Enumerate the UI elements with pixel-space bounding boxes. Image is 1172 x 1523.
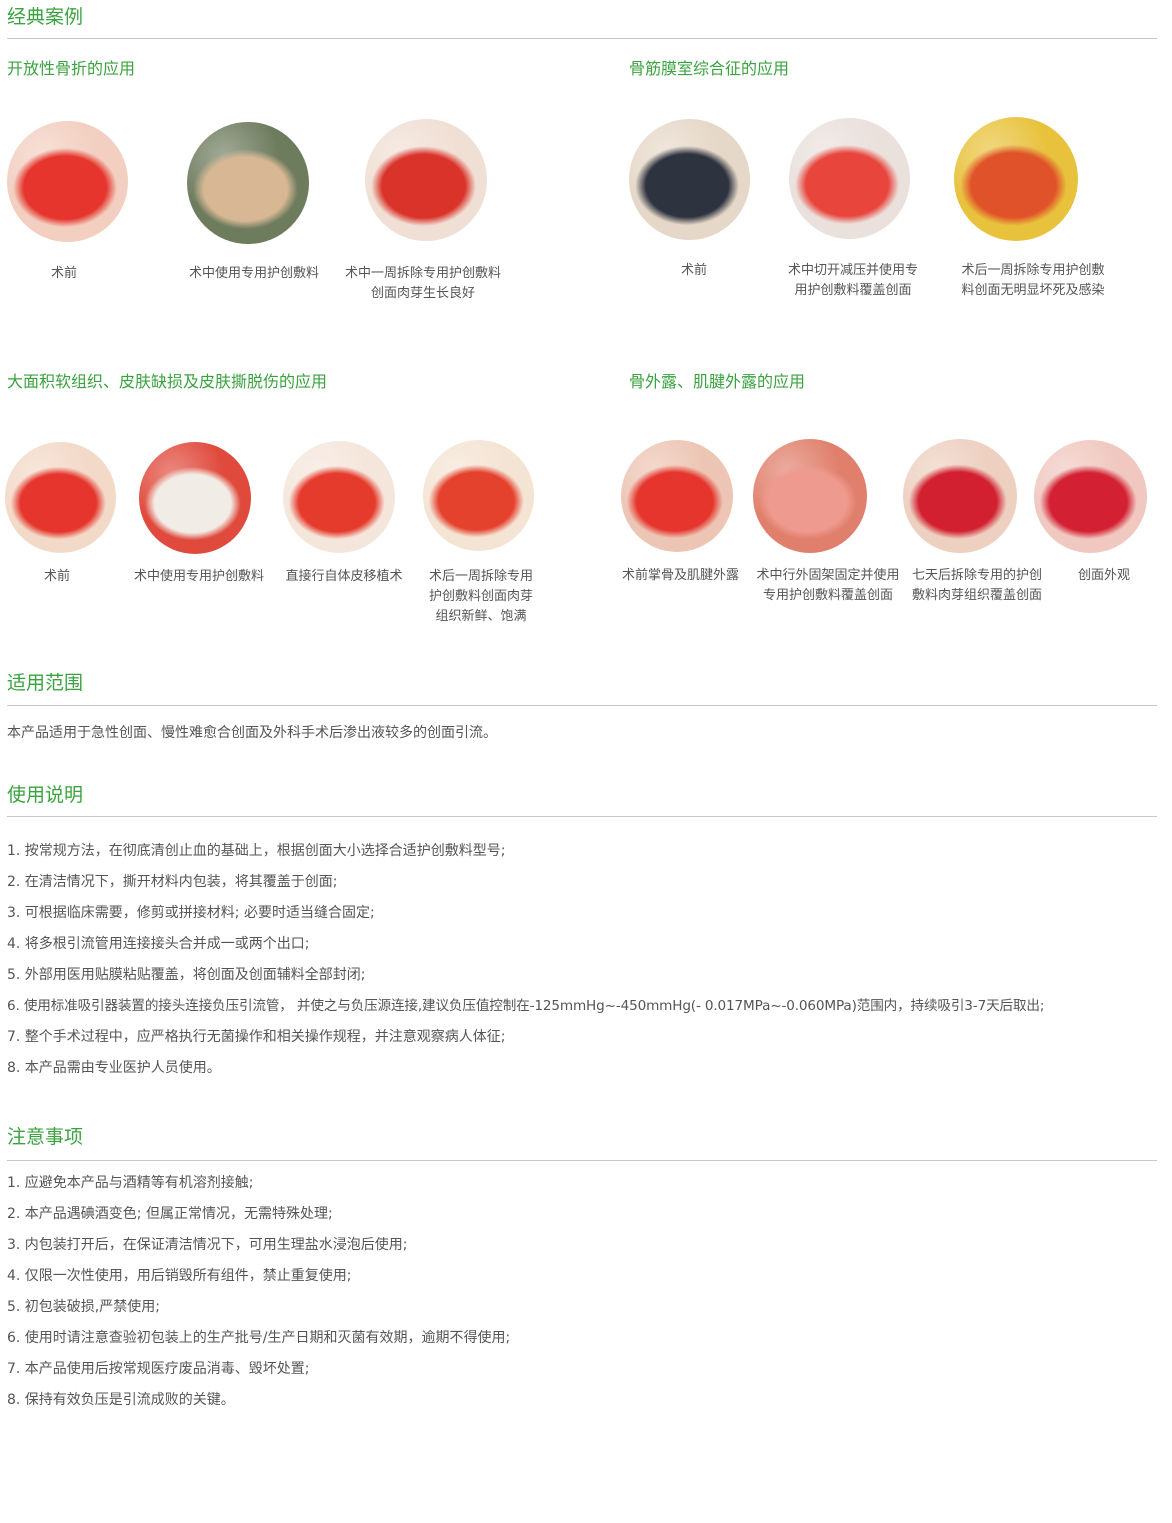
notes-item: 3. 内包装打开后，在保证清洁情况下，可用生理盐水浸泡后使用; xyxy=(7,1237,408,1253)
divider xyxy=(7,38,1157,39)
section-title-notes: 注意事项 xyxy=(7,1126,84,1148)
usage-item: 2. 在清洁情况下，撕开材料内包装，将其覆盖于创面; xyxy=(7,874,338,890)
case-caption: 术前掌骨及肌腱外露 xyxy=(621,568,739,583)
notes-item: 2. 本产品遇碘酒变色; 但属正常情况，无需特殊处理; xyxy=(7,1206,333,1222)
case-caption: 术后一周拆除专用 护创敷料创面肉芽 组织新鲜、饱满 xyxy=(428,569,533,624)
notes-item: 4. 仅限一次性使用，用后销毁所有组件，禁止重复使用; xyxy=(7,1268,352,1284)
case-photo xyxy=(954,117,1078,241)
case-photo xyxy=(621,440,733,552)
case-caption: 七天后拆除专用的护创 敷料肉芽组织覆盖创面 xyxy=(911,568,1042,603)
case-caption: 术中使用专用护创敷料 xyxy=(188,266,319,281)
case-photo xyxy=(1034,440,1147,553)
divider xyxy=(7,705,1157,706)
case-title-soft-tissue: 大面积软组织、皮肤缺损及皮肤撕脱伤的应用 xyxy=(7,372,328,391)
section-title-cases: 经典案例 xyxy=(7,6,84,28)
case-caption: 术中一周拆除专用护创敷料 创面肉芽生长良好 xyxy=(344,266,501,301)
usage-item: 4. 将多根引流管用连接接头合并成一或两个出口; xyxy=(7,936,310,952)
case-caption: 术中行外固架固定并使用 专用护创敷料覆盖创面 xyxy=(756,568,900,603)
case-photo xyxy=(139,442,251,554)
case-photo xyxy=(187,122,309,244)
case-title-exposure: 骨外露、肌腱外露的应用 xyxy=(629,372,806,391)
case-caption: 术中使用专用护创敷料 xyxy=(133,569,264,584)
case-title-compartment: 骨筋膜室综合征的应用 xyxy=(629,59,790,78)
section-title-scope: 适用范围 xyxy=(7,672,84,694)
notes-item: 6. 使用时请注意查验初包装上的生产批号/生产日期和灭菌有效期，逾期不得使用; xyxy=(7,1330,511,1346)
notes-list: 1. 应避免本产品与酒精等有机溶剂接触; 2. 本产品遇碘酒变色; 但属正常情况… xyxy=(7,1173,510,1421)
case-caption: 术后一周拆除专用护创敷 料创面无明显坏死及感染 xyxy=(961,263,1105,298)
case-caption: 术中切开减压并使用专 用护创敷料覆盖创面 xyxy=(787,263,918,298)
notes-item: 8. 保持有效负压是引流成败的关键。 xyxy=(7,1392,235,1408)
usage-list: 1. 按常规方法，在彻底清创止血的基础上，根据创面大小选择合适护创敷料型号; 2… xyxy=(7,841,1044,1089)
section-title-usage: 使用说明 xyxy=(7,784,84,806)
usage-item: 6. 使用标准吸引器装置的接头连接负压引流管， 并使之与负压源连接,建议负压值控… xyxy=(7,998,1045,1014)
usage-item: 1. 按常规方法，在彻底清创止血的基础上，根据创面大小选择合适护创敷料型号; xyxy=(7,843,506,859)
divider xyxy=(7,1160,1157,1161)
case-title-open-fracture: 开放性骨折的应用 xyxy=(7,59,136,78)
case-photo xyxy=(7,121,128,242)
case-caption: 术前 xyxy=(43,569,70,584)
case-photo xyxy=(283,441,395,553)
usage-item: 8. 本产品需由专业医护人员使用。 xyxy=(7,1060,221,1076)
notes-item: 7. 本产品使用后按常规医疗废品消毒、毁坏处置; xyxy=(7,1361,310,1377)
case-caption: 创面外观 xyxy=(1077,568,1130,583)
case-caption: 术前 xyxy=(680,263,707,278)
scope-text: 本产品适用于急性创面、慢性难愈合创面及外科手术后渗出液较多的创面引流。 xyxy=(7,725,497,741)
case-caption: 直接行自体皮移植术 xyxy=(285,569,403,584)
notes-item: 5. 初包装破损,严禁使用; xyxy=(7,1299,160,1315)
divider xyxy=(7,816,1157,817)
case-photo xyxy=(423,440,534,551)
case-photo xyxy=(5,442,116,553)
case-photo xyxy=(753,439,867,553)
usage-item: 7. 整个手术过程中，应严格执行无菌操作和相关操作规程，并注意观察病人体征; xyxy=(7,1029,506,1045)
case-photo xyxy=(629,119,750,240)
case-photo xyxy=(789,118,910,239)
case-photo xyxy=(365,119,487,241)
usage-item: 5. 外部用医用贴膜粘贴覆盖，将创面及创面辅料全部封闭; xyxy=(7,967,366,983)
usage-item: 3. 可根据临床需要，修剪或拼接材料; 必要时适当缝合固定; xyxy=(7,905,375,921)
case-caption: 术前 xyxy=(50,266,77,281)
notes-item: 1. 应避免本产品与酒精等有机溶剂接触; xyxy=(7,1175,254,1191)
case-photo xyxy=(903,439,1017,553)
